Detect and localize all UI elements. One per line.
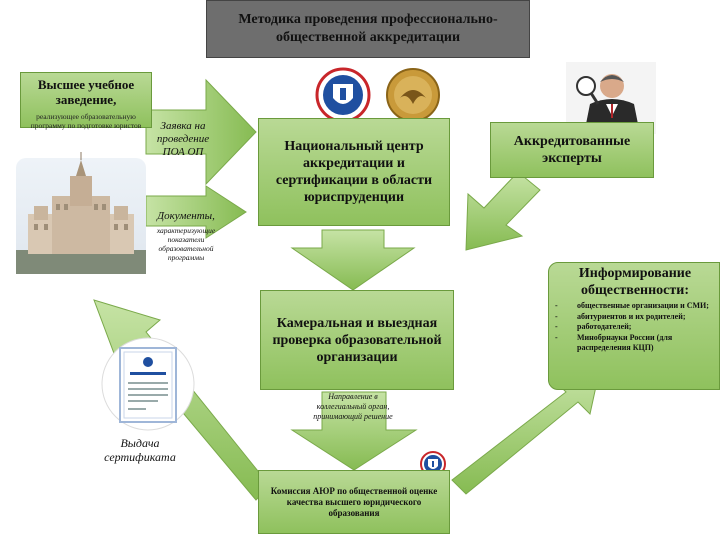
arrow-to-inspection: [290, 229, 416, 291]
informing-list: -общественные организации и СМИ; -абитур…: [555, 301, 720, 354]
arrow-documents: [145, 185, 247, 239]
list-item: -работодателей;: [555, 322, 632, 331]
request-label: Заявка на проведение ПОА ОП: [156, 120, 210, 158]
certificate-image: [101, 337, 195, 431]
university-subtitle: реализующее образовательную программу по…: [30, 112, 142, 130]
ajur-emblem-icon: [315, 67, 371, 123]
documents-label: Документы,: [157, 210, 215, 222]
university-building-image: [16, 152, 146, 274]
documents-subtitle: характеризующие показатели образовательн…: [156, 226, 216, 262]
informing-title: Информирование общественности:: [578, 266, 692, 298]
inspection-box: Камеральная и выездная проверка образова…: [260, 290, 454, 390]
informing-box: Информирование общественности: -обществе…: [548, 262, 720, 390]
experts-box: Аккредитованные эксперты: [490, 122, 654, 178]
list-item: -общественные организации и СМИ;: [555, 301, 709, 310]
arrow-experts-to-center: [465, 171, 541, 251]
arrow-request: [145, 78, 257, 186]
arrow-to-commission: [290, 391, 418, 471]
page-title: Методика проведения профессионально-обще…: [206, 0, 530, 58]
commission-label: Комиссия АЮР по общественной оценке каче…: [270, 485, 438, 518]
list-item: -Минобрнауки России (для распределения К…: [555, 332, 673, 353]
list-item: -абитуриентов и их родителей;: [555, 311, 686, 321]
certificate-label: Выдача сертификата: [104, 436, 176, 464]
national-center-box: Национальный центр аккредитации и сертиф…: [258, 118, 450, 226]
experts-label: Аккредитованные эксперты: [513, 134, 631, 166]
inspection-label: Камеральная и выездная проверка образова…: [272, 315, 442, 365]
commission-box: Комиссия АЮР по общественной оценке каче…: [258, 470, 450, 534]
eagle-medal-icon: [386, 68, 440, 122]
university-title: Высшее учебное заведение,: [37, 77, 135, 107]
national-center-label: Национальный центр аккредитации и сертиф…: [275, 139, 433, 205]
arrow-to-informing: [451, 367, 601, 495]
university-box: Высшее учебное заведение,: [20, 72, 152, 128]
decision-label: Направление в коллегиальный орган, прини…: [313, 392, 393, 421]
